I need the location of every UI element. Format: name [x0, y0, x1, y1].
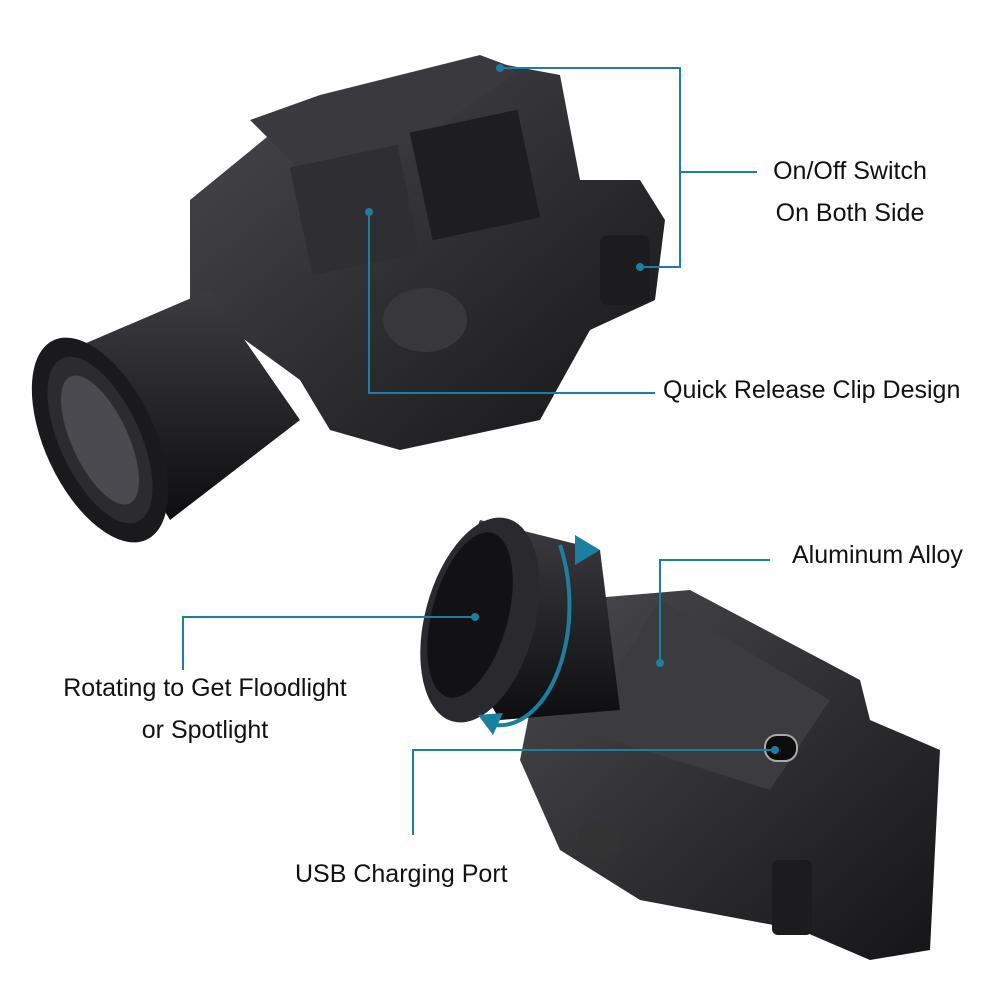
callout-rotate-line2: or Spotlight — [141, 716, 269, 744]
callout-rotate-line1: Rotating to Get Floodlight — [63, 674, 347, 702]
callout-lines — [182, 67, 775, 835]
callout-switch-line2: On Both Side — [775, 199, 925, 227]
callout-switch: On/Off Switch On Both Side — [755, 150, 945, 234]
flashlight-bottom-view — [420, 517, 940, 960]
rotate-arrow-icon — [494, 544, 572, 728]
callout-rotate: Rotating to Get Floodlight or Spotlight — [40, 667, 370, 751]
callout-switch-line1: On/Off Switch — [773, 157, 927, 185]
callout-alloy: Aluminum Alloy — [792, 541, 963, 569]
callout-clip: Quick Release Clip Design — [663, 376, 961, 404]
callout-dots — [365, 64, 779, 754]
callout-usb: USB Charging Port — [295, 860, 508, 888]
flashlight-top-view — [31, 55, 665, 543]
